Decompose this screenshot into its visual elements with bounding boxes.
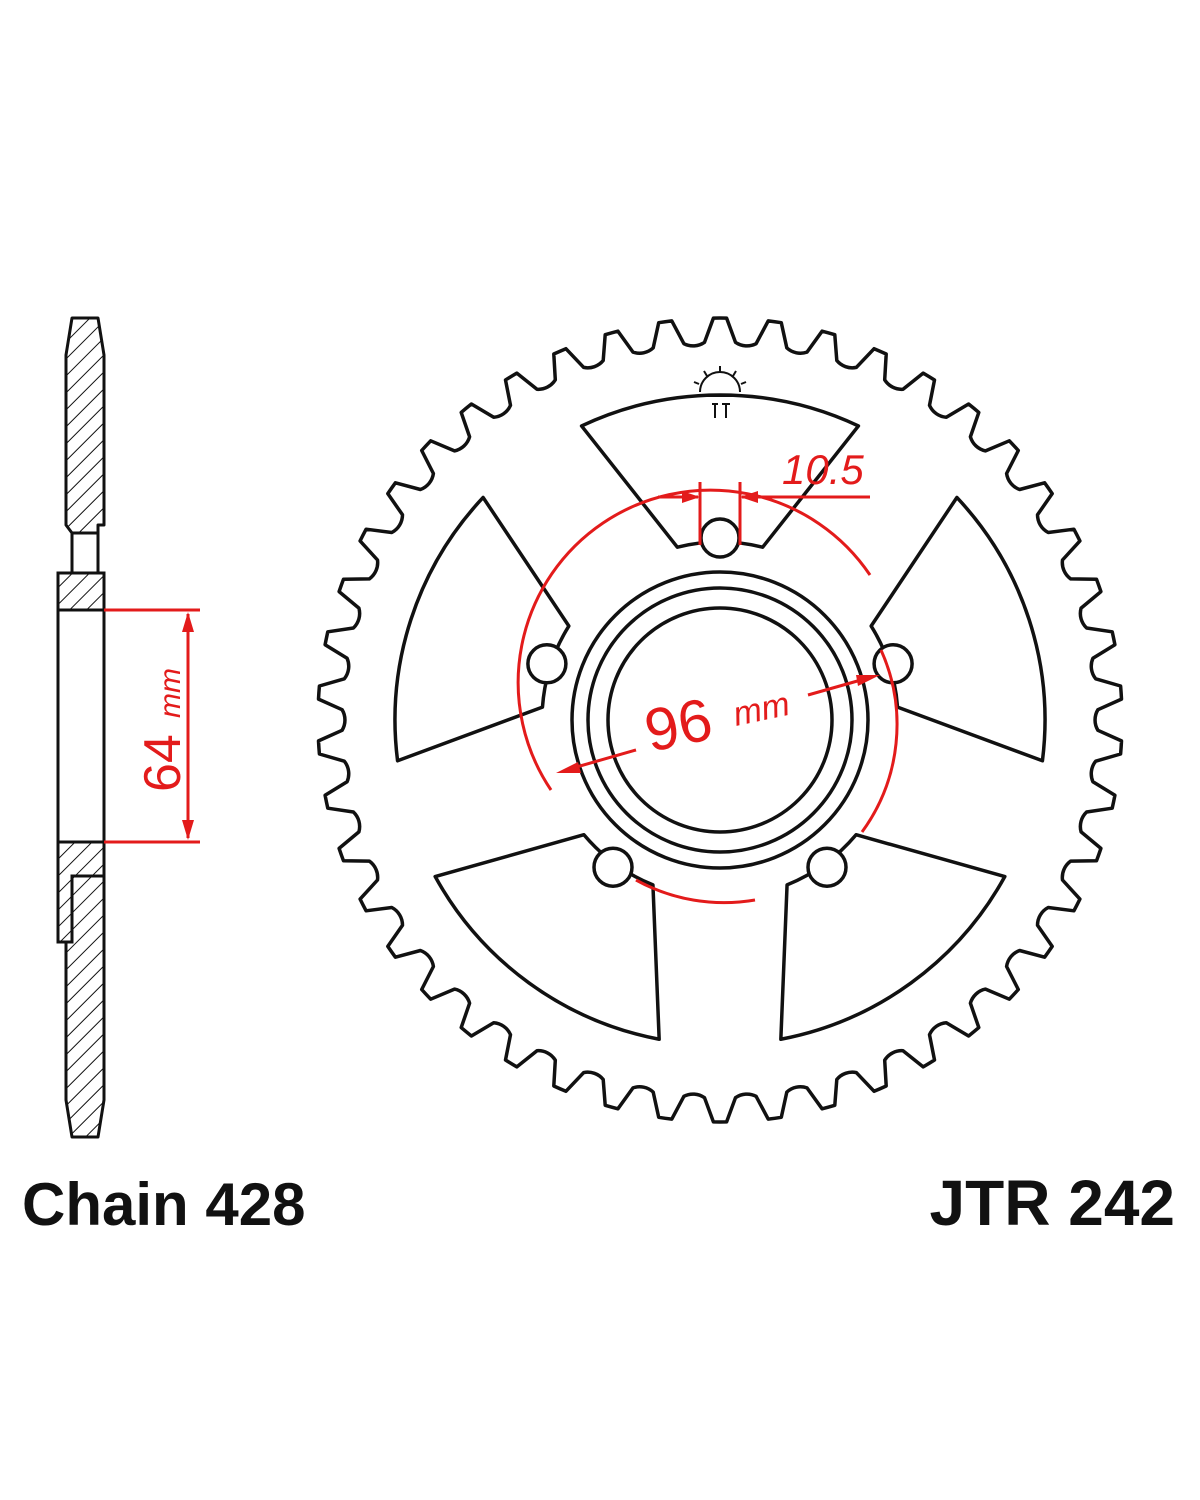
- pcd-dimension-unit: mm: [730, 685, 793, 734]
- part-number-label: JTR 242: [930, 1167, 1175, 1239]
- profile-top-section: [64, 316, 106, 535]
- bolt-hole-dimension: [658, 482, 870, 545]
- jt-logo-icon: [688, 366, 752, 418]
- chain-label: Chain 428: [22, 1171, 305, 1238]
- sprocket-teeth-outline: [316, 316, 1124, 1124]
- bolt-hole: [526, 643, 568, 685]
- bolt-hole-dimension-value: 10.5: [782, 446, 864, 493]
- hub-inner-ring: [586, 586, 854, 854]
- side-profile-view: 64 mm: [56, 316, 200, 1139]
- pcd-dimension-value: 96: [639, 685, 718, 764]
- profile-neck: [70, 531, 100, 575]
- pcd-circle: [516, 488, 899, 905]
- center-bore: [606, 606, 834, 834]
- bore-dimension-value: 64: [134, 734, 192, 792]
- bore-dimension-unit: mm: [154, 668, 187, 718]
- hub-outer-ring: [570, 570, 870, 870]
- bolt-hole: [872, 643, 914, 685]
- sprocket-cutout: [393, 495, 571, 763]
- sprocket-front-view: 96 mm 10.5: [316, 316, 1124, 1124]
- bolt-hole: [592, 846, 634, 888]
- profile-bottom-section: [64, 874, 106, 1139]
- sprocket-cutouts: [393, 393, 1047, 1041]
- bolt-hole: [699, 517, 741, 559]
- pcd-dimension-leader: [556, 675, 880, 773]
- bore-dimension: [104, 608, 200, 844]
- bolt-hole: [806, 846, 848, 888]
- profile-hub-upper: [56, 571, 106, 612]
- profile-bore: [56, 608, 106, 844]
